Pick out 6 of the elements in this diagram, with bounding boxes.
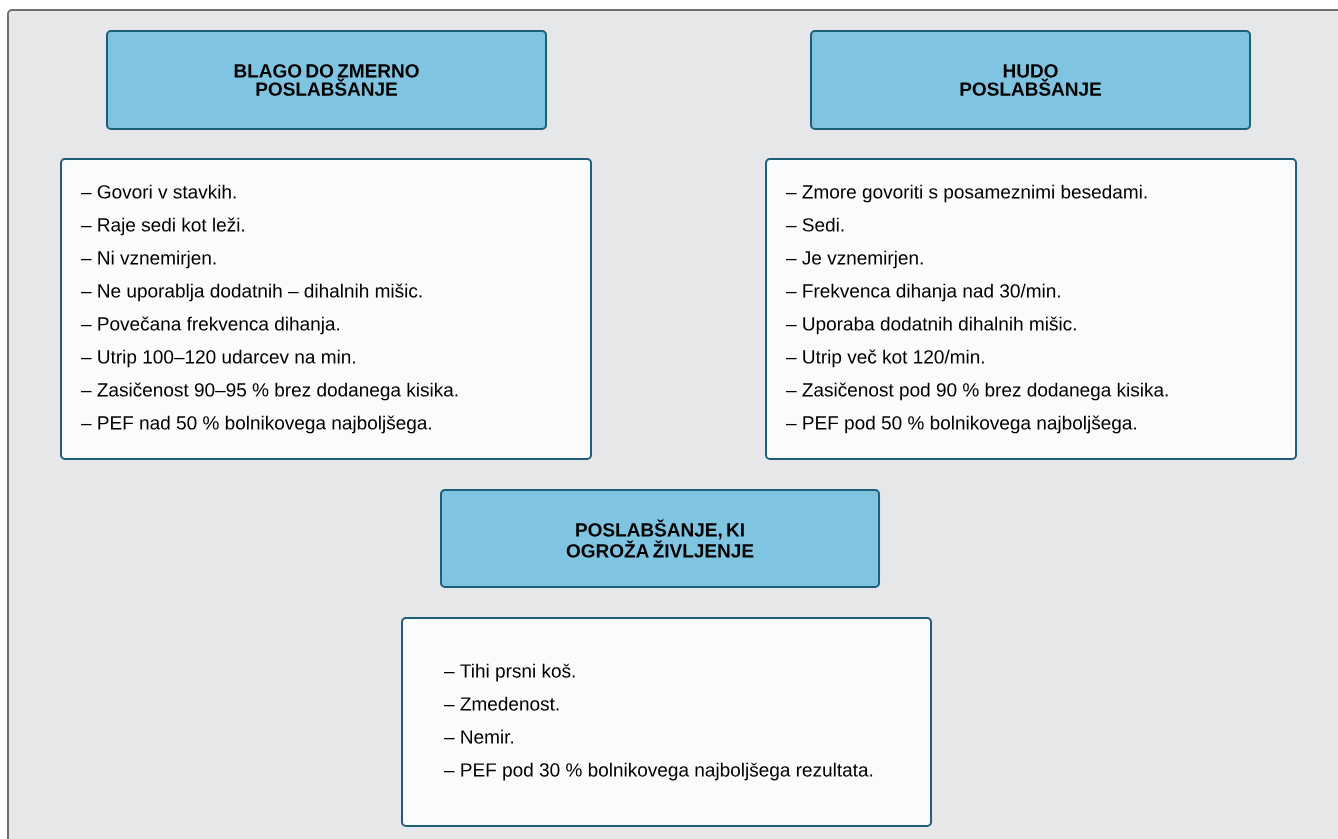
- list-box: – Tihi prsni koš. – Zmedenost. – Nemir. – PEF pod 30 % bolnikovega najboljšega rezultata.: [401, 617, 932, 827]
- heading-box: BLAGO DO ZMERNO POSLABŠANJE: [106, 30, 547, 130]
- heading-box: HUDO POSLABŠANJE: [810, 30, 1251, 130]
- list-box: – Govori v stavkih. – Raje sedi kot leži. – Ni vznemirjen. – Ne uporablja dodatnih – dihalnih mišic. – Povečana frekvenca dihanja. – Utrip 100–120 udarcev na min. – Zasičenost 90–95 % brez dodanega kisika. – PEF nad 50 % bolnikovega najboljšega.: [60, 158, 592, 460]
- list-box: – Zmore govoriti s posameznimi besedami. – Sedi. – Je vznemirjen. – Frekvenca dihanja nad 30/min. – Uporaba dodatnih dihalnih mišic. – Utrip več kot 120/min. – Zasičenost pod 90 % brez dodanega kisika. – PEF pod 50 % bolnikovega najboljšega.: [765, 158, 1298, 460]
- heading-box: POSLABŠANJE, KI OGROŽA ŽIVLJENJE: [440, 489, 880, 588]
